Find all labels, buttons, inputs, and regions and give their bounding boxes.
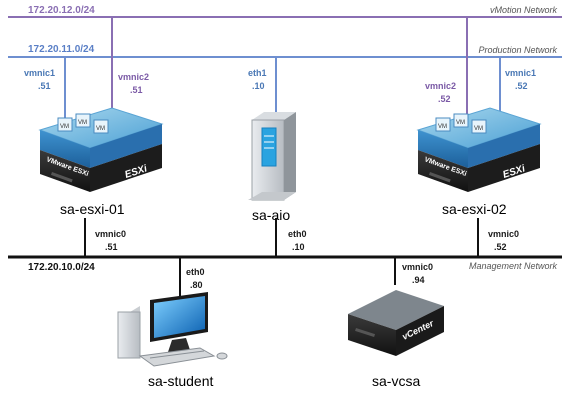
esxi01-vm-label-3: VM xyxy=(96,126,105,132)
esxi01-vmnic1-ip: .51 xyxy=(38,81,51,91)
esxi01-server-icon: VM VM VM VMware ESXi ESXi xyxy=(38,107,164,192)
esxi02-vm-label-3: VM xyxy=(474,126,483,132)
aio-eth0-ip: .10 xyxy=(292,242,305,252)
production-subnet: 172.20.11.0/24 xyxy=(28,44,95,55)
interface-labels: vmnic1 .51 vmnic2 .51 eth1 .10 vmnic2 .5… xyxy=(24,68,536,290)
student-hostname: sa-student xyxy=(148,373,213,389)
student-eth0-ip: .80 xyxy=(190,280,203,290)
esxi01-vmnic2-name: vmnic2 xyxy=(118,72,149,82)
production-network-label: Production Network xyxy=(478,45,557,55)
aio-eth0-name: eth0 xyxy=(288,229,307,239)
esxi01-vm-label-1: VM xyxy=(60,124,69,130)
vcsa-hostname: sa-vcsa xyxy=(372,373,420,389)
management-subnet: 172.20.10.0/24 xyxy=(28,262,95,273)
aio-hostname: sa-aio xyxy=(252,207,290,223)
esxi01-vmnic1-name: vmnic1 xyxy=(24,68,55,78)
link-lines xyxy=(64,17,501,300)
esxi02-hostname: sa-esxi-02 xyxy=(442,201,507,217)
esxi02-server-icon: VM VM VM VMware ESXi ESXi xyxy=(416,107,542,192)
esxi02-vmnic0-name: vmnic0 xyxy=(488,229,519,239)
vcsa-appliance-icon: vCenter xyxy=(348,290,444,356)
esxi01-vm-label-2: VM xyxy=(78,120,87,126)
esxi02-vmnic1-name: vmnic1 xyxy=(505,68,536,78)
student-workstation-icon xyxy=(117,292,228,367)
vmotion-subnet: 172.20.12.0/24 xyxy=(28,5,95,16)
vcsa-vmnic0-ip: .94 xyxy=(412,275,425,285)
esxi02-vmnic0-ip: .52 xyxy=(494,242,507,252)
esxi02-vm-label-2: VM xyxy=(456,120,465,126)
management-network: 172.20.10.0/24 Management Network xyxy=(8,255,562,273)
esxi02-vmnic2-name: vmnic2 xyxy=(425,81,456,91)
student-eth0-name: eth0 xyxy=(186,267,205,277)
vmotion-network: 172.20.12.0/24 vMotion Network xyxy=(8,5,562,18)
esxi02-vmnic2-ip: .52 xyxy=(438,94,451,104)
esxi01-vmnic0-ip: .51 xyxy=(105,242,118,252)
aio-eth1-ip: .10 xyxy=(252,81,265,91)
management-network-label: Management Network xyxy=(469,261,558,271)
esxi02-vmnic1-ip: .52 xyxy=(515,81,528,91)
production-network: 172.20.11.0/24 Production Network xyxy=(8,44,562,58)
esxi01-vmnic2-ip: .51 xyxy=(130,85,143,95)
vmotion-network-label: vMotion Network xyxy=(490,5,558,15)
aio-tower-icon xyxy=(248,112,296,201)
esxi02-vm-label-1: VM xyxy=(438,124,447,130)
aio-eth1-name: eth1 xyxy=(248,68,267,78)
esxi01-hostname: sa-esxi-01 xyxy=(60,201,125,217)
esxi01-vmnic0-name: vmnic0 xyxy=(95,229,126,239)
vcsa-vmnic0-name: vmnic0 xyxy=(402,262,433,272)
